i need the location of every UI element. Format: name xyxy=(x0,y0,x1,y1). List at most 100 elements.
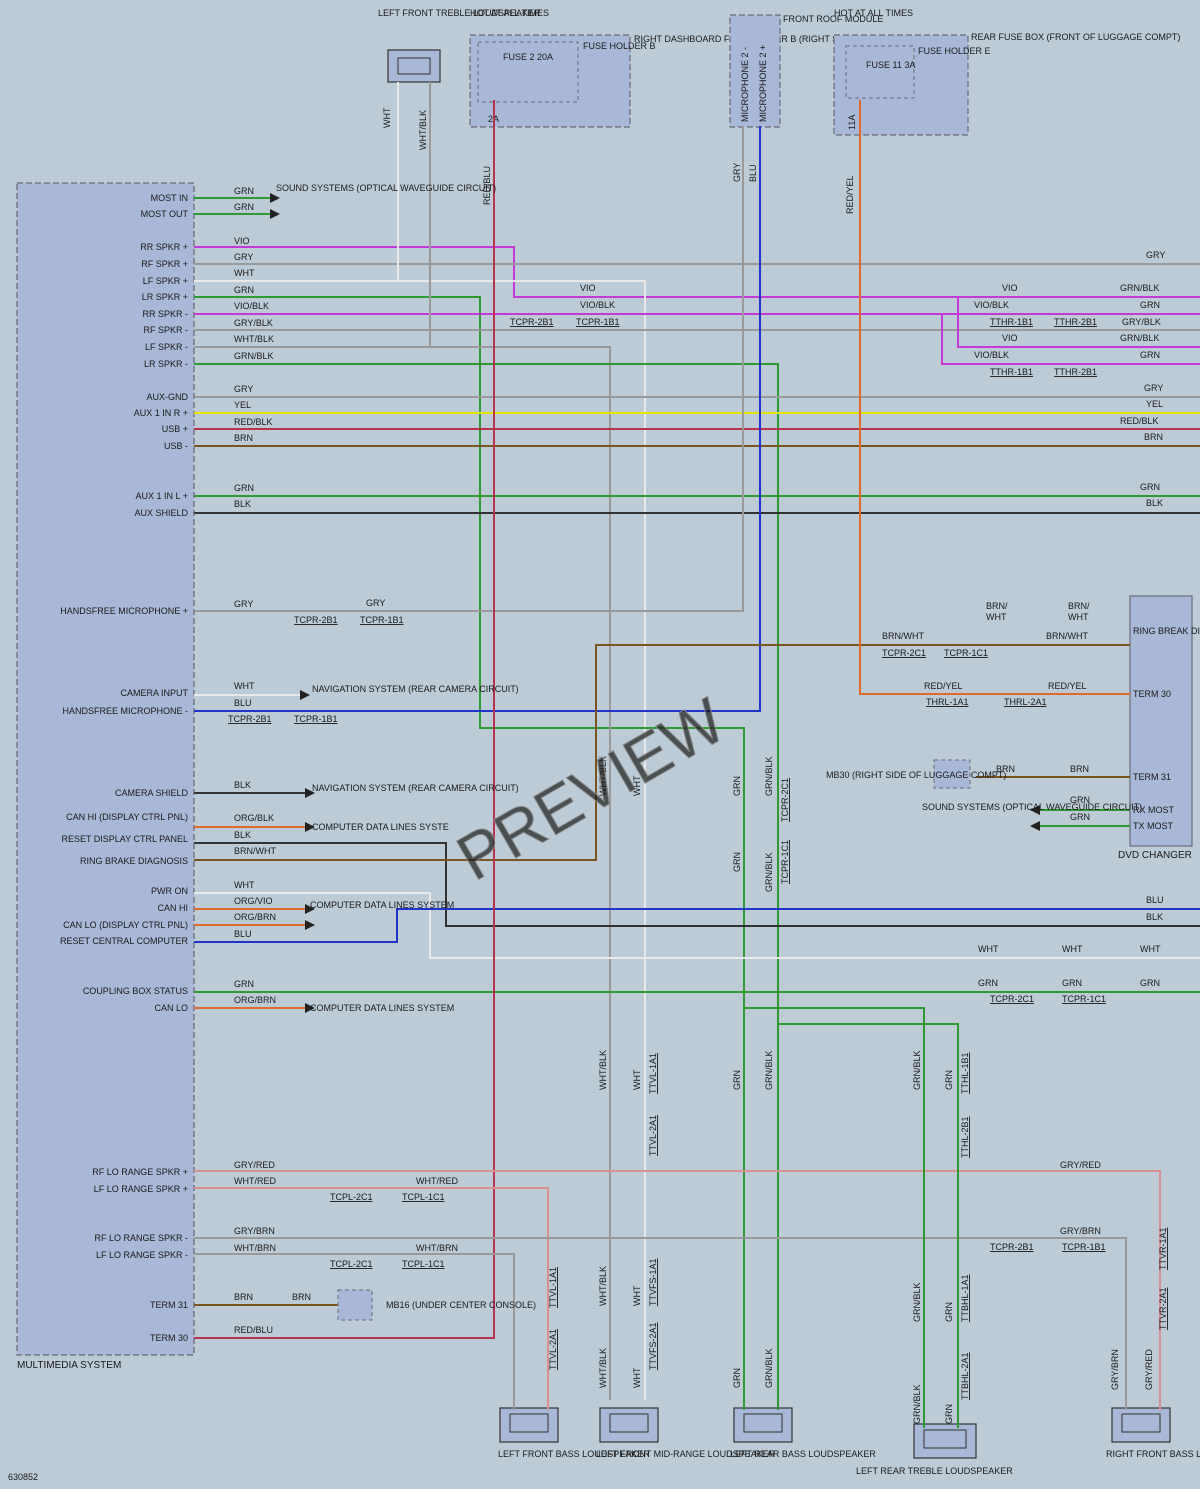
wire-label: GRN xyxy=(1062,978,1082,988)
wire-label: BLU xyxy=(1146,895,1164,905)
wire-label: ORG/BRN xyxy=(234,995,276,1005)
wire-label: GRN xyxy=(944,1404,954,1424)
wire-label: WHT xyxy=(1140,944,1161,954)
wire-label: GRY/BRN xyxy=(1060,1226,1101,1236)
wire-lf-lo-minus xyxy=(194,1253,515,1410)
wire-label: GRY/BLK xyxy=(234,318,273,328)
pin-label: TERM 31 xyxy=(150,1300,188,1310)
pin-label: CAN HI (DISPLAY CTRL PNL) xyxy=(66,812,188,822)
wire-label: WHT/BLK xyxy=(598,1050,608,1090)
dvd-sound-label: SOUND SYSTEMS (OPTICAL WAVEGUIDE CIRCUIT… xyxy=(922,802,1142,812)
connector-label: TCPR-2B1 xyxy=(990,1242,1034,1252)
pin-label: MOST OUT xyxy=(141,209,189,219)
wire-label: WHT/BLK xyxy=(598,1348,608,1388)
arrow-can-4 xyxy=(305,1003,315,1013)
wire-label: GRN xyxy=(1070,812,1090,822)
rf-bass-speaker: RIGHT FRONT BASS LOUDSPEAKER xyxy=(1106,1407,1200,1459)
wire-label: GRN xyxy=(234,202,254,212)
wire-mic-plus xyxy=(194,126,744,612)
pin-label: LF LO RANGE SPKR - xyxy=(96,1250,188,1260)
wire-label: GRN/BLK xyxy=(1120,283,1160,293)
wire-label: GRN/BLK xyxy=(764,852,774,892)
wire-rf-lo-minus xyxy=(194,1237,1127,1410)
connector-labels: TCPR-2B1 TCPR-1B1 TTHR-1B1 TTHR-2B1 TTHR… xyxy=(228,317,1168,1400)
mb30-label: MB30 (RIGHT SIDE OF LUGGAGE COMPT) xyxy=(826,770,1006,780)
connector-label: TTVR-1A1 xyxy=(1158,1227,1168,1270)
wire-label: WHT/RED xyxy=(416,1176,458,1186)
arrow-nav-2 xyxy=(305,788,315,798)
wire-lf-lo-plus xyxy=(194,1187,549,1410)
wire-label: VIO/BLK xyxy=(234,301,269,311)
wire-label: GRY xyxy=(234,252,253,262)
wire-label: WHT xyxy=(234,681,255,691)
dvd-pin-tx: TX MOST xyxy=(1133,821,1174,831)
pin-label: RF SPKR - xyxy=(143,325,188,335)
wire-label: WHT xyxy=(632,1069,642,1090)
wire-label: GRN xyxy=(978,978,998,988)
wire-label: GRY/BRN xyxy=(234,1226,275,1236)
target-labels: SOUND SYSTEMS (OPTICAL WAVEGUIDE CIRCUIT… xyxy=(276,183,1142,1310)
connector-label: TTBHL-2A1 xyxy=(960,1352,970,1400)
connector-label: TCPL-1C1 xyxy=(402,1192,445,1202)
wire-lr-spkr-plus xyxy=(194,296,745,1410)
pin-label: HANDSFREE MICROPHONE + xyxy=(60,606,188,616)
pin-label: AUX 1 IN L + xyxy=(136,491,188,501)
wire-label: BRN/ xyxy=(986,601,1008,611)
wire-label: WHT xyxy=(986,612,1007,622)
pin-label: CAMERA INPUT xyxy=(120,688,188,698)
connector-label: TTVFS-1A1 xyxy=(648,1258,658,1306)
arrow-most-out xyxy=(270,209,280,219)
wire-color-labels: GRN GRN VIO GRY WHT GRN VIO/BLK GRY/BLK … xyxy=(234,186,1165,1335)
wire-lr-treble-b xyxy=(778,1023,959,1428)
connector-label: TCPR-1B1 xyxy=(576,317,620,327)
vertical-wire-labels: WHT WHT/BLK RED/BLU GRY BLU RED/YEL WHT/… xyxy=(382,107,1154,1424)
navigation-label-2: NAVIGATION SYSTEM (REAR CAMERA CIRCUIT) xyxy=(312,783,519,793)
connector-label: TCPR-2C1 xyxy=(990,994,1034,1004)
pin-label: TERM 30 xyxy=(150,1333,188,1343)
lf-bass-speaker: LEFT FRONT BASS LOUDSPEAKER xyxy=(498,1407,650,1459)
wire-label: GRN xyxy=(1140,482,1160,492)
dvd-pin-term31: TERM 31 xyxy=(1133,772,1171,782)
computer-label-1: COMPUTER DATA LINES SYSTE xyxy=(312,822,449,832)
wire-red-blu xyxy=(194,100,495,1339)
wire-label: BRN xyxy=(234,1292,253,1302)
wire-rf-lo-plus xyxy=(194,1170,1161,1410)
wire-label: GRN xyxy=(732,1070,742,1090)
wire-label: ORG/VIO xyxy=(234,896,273,906)
wire-label: GRN xyxy=(944,1302,954,1322)
wire-label: GRN xyxy=(944,1070,954,1090)
fuse-b-hot-label: HOT AT ALL TIMES xyxy=(470,8,549,18)
wire-label: VIO xyxy=(234,236,250,246)
lr-bass-speaker: LEFT REAR BASS LOUDSPEAKER xyxy=(730,1407,876,1459)
wire-label: VIO/BLK xyxy=(974,350,1009,360)
pin-label: CAN HI xyxy=(157,903,188,913)
pin-label: USB + xyxy=(162,424,188,434)
wire-label: RED/BLK xyxy=(234,417,273,427)
wire-label: GRY/RED xyxy=(1060,1160,1101,1170)
computer-label-3: COMPUTER DATA LINES SYSTEM xyxy=(310,1003,454,1013)
connector-label: TCPR-2B1 xyxy=(294,615,338,625)
wire-label: GRN xyxy=(234,483,254,493)
wire-label: WHT xyxy=(382,107,392,128)
wire-label: RED/YEL xyxy=(924,681,963,691)
pin-label: CAN LO (DISPLAY CTRL PNL) xyxy=(63,920,188,930)
lr-bass-label: LEFT REAR BASS LOUDSPEAKER xyxy=(730,1449,876,1459)
wire-label: GRN/BLK xyxy=(764,1050,774,1090)
pin-label: RING BRAKE DIAGNOSIS xyxy=(80,856,188,866)
wire-label: GRN xyxy=(1140,300,1160,310)
wire-mic-minus xyxy=(194,126,761,712)
lr-treble-speaker: LEFT REAR TREBLE LOUDSPEAKER xyxy=(856,1423,1013,1476)
pin-label: HANDSFREE MICROPHONE - xyxy=(62,706,188,716)
wire-label: BRN/WHT xyxy=(882,631,924,641)
pin-label: RR SPKR + xyxy=(140,242,188,252)
connector-label: TTHL-2B1 xyxy=(960,1116,970,1158)
diagram-id: 630852 xyxy=(8,1472,38,1482)
connector-label: TCPR-2C1 xyxy=(882,648,926,658)
wire-label: GRY xyxy=(1144,383,1163,393)
connector-label: TTVR-2A1 xyxy=(1158,1287,1168,1330)
pin-label: RF SPKR + xyxy=(141,259,188,269)
connector-label: TTVL-1A1 xyxy=(648,1053,658,1094)
wire-label: BLK xyxy=(1146,912,1163,922)
